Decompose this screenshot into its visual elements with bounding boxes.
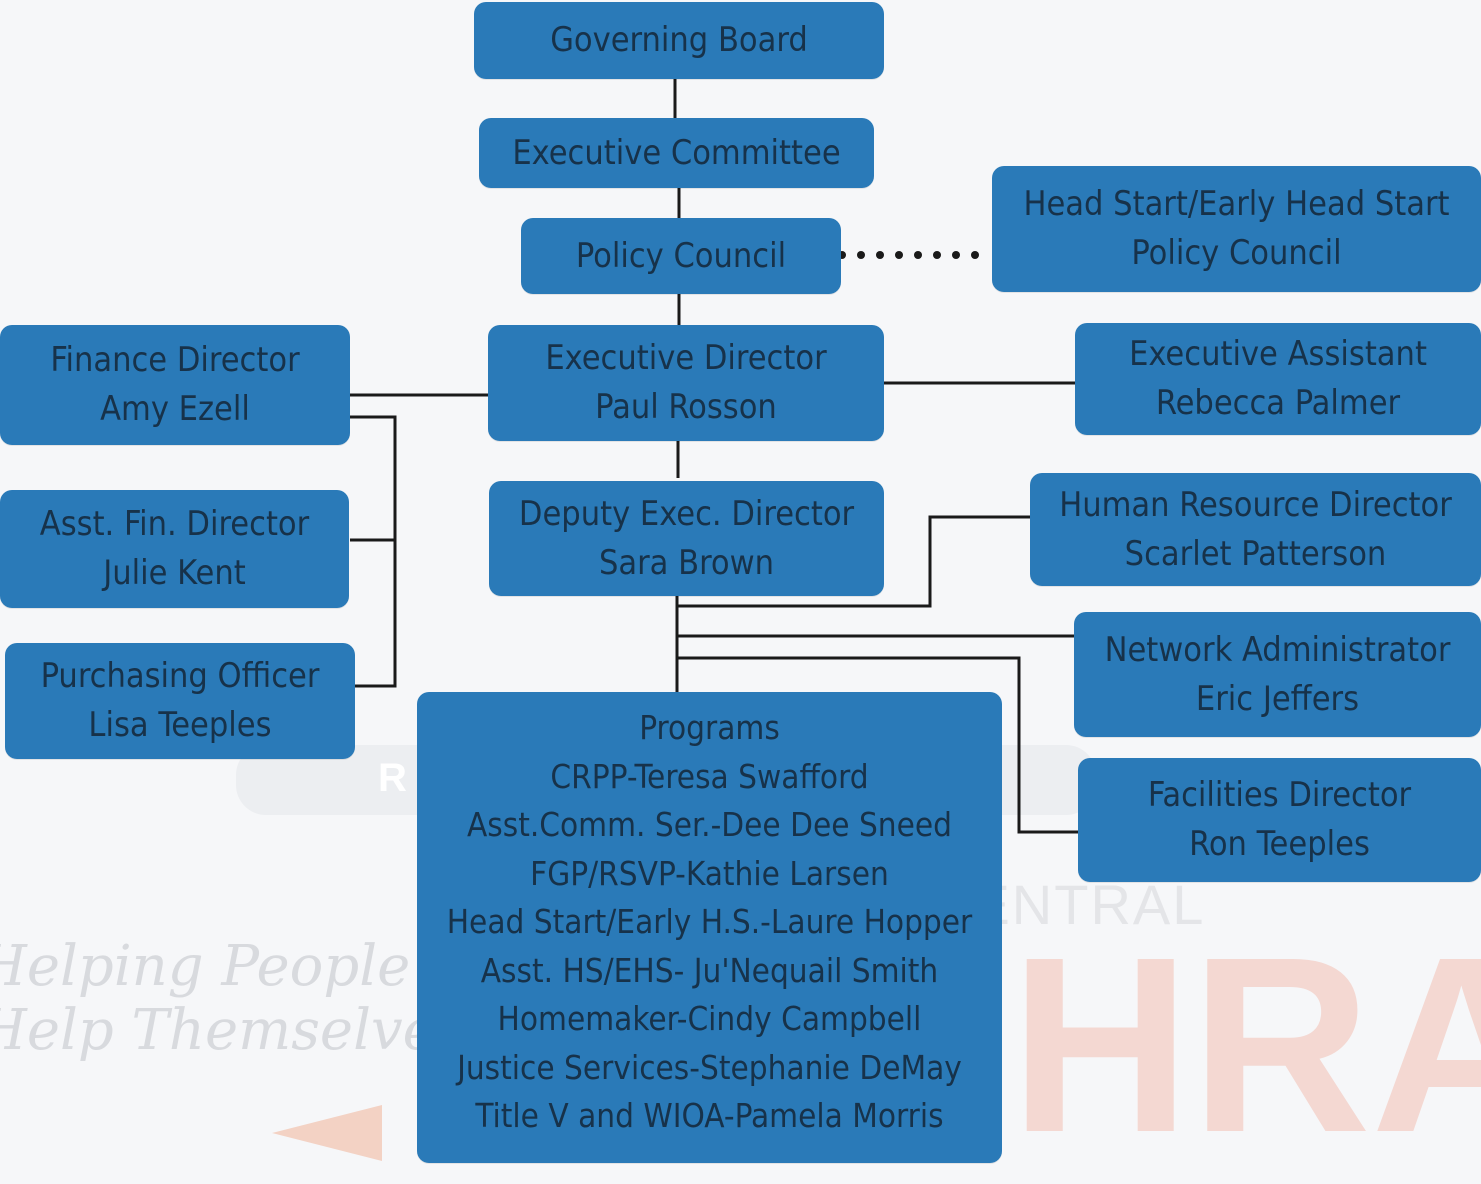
node-title: Asst. Fin. Director [39, 504, 310, 544]
program-entry: Title V and WIOA-Pamela Morris [475, 1096, 944, 1135]
node-title: Network Administrator [1104, 629, 1451, 670]
node-label: Executive Committee [512, 132, 841, 173]
node-title: Executive Director [545, 338, 827, 378]
watermark-tagline: Helping People Help Themselves [0, 935, 465, 1063]
node-label-line-2: Policy Council [1131, 233, 1342, 273]
node-title: Human Resource Director [1059, 484, 1452, 525]
watermark-arrow [272, 1105, 382, 1161]
node-purchasing-officer: Purchasing Officer Lisa Teeples [5, 643, 355, 759]
node-executive-committee: Executive Committee [479, 118, 874, 188]
program-entry: Homemaker-Cindy Campbell [497, 999, 922, 1038]
watermark-logo-word: HRA [1010, 905, 1481, 1184]
node-network-administrator: Network Administrator Eric Jeffers [1074, 612, 1481, 737]
node-title: Finance Director [50, 340, 300, 380]
node-governing-board: Governing Board [474, 2, 884, 79]
watermark-letter: R [378, 756, 407, 800]
node-deputy-exec-director: Deputy Exec. Director Sara Brown [489, 481, 884, 596]
node-person: Paul Rosson [595, 387, 777, 427]
program-entry: FGP/RSVP-Kathie Larsen [530, 853, 889, 893]
node-programs: Programs CRPP-Teresa Swafford Asst.Comm.… [417, 692, 1002, 1163]
node-executive-director: Executive Director Paul Rosson [488, 325, 884, 441]
program-entry: CRPP-Teresa Swafford [550, 756, 869, 796]
program-entry: Asst. HS/EHS- Ju'Nequail Smith [480, 950, 939, 990]
node-label: Policy Council [575, 235, 787, 276]
connector-finance-bracket [350, 415, 397, 688]
node-asst-fin-director: Asst. Fin. Director Julie Kent [0, 490, 349, 608]
node-person: Rebecca Palmer [1155, 383, 1401, 423]
program-entry: Head Start/Early H.S.-Laure Hopper [446, 902, 973, 941]
connector-policy-dotted [838, 251, 979, 259]
node-person: Eric Jeffers [1195, 678, 1360, 719]
node-facilities-director: Facilities Director Ron Teeples [1078, 758, 1481, 882]
node-person: Scarlet Patterson [1124, 533, 1387, 574]
node-hr-director: Human Resource Director Scarlet Patterso… [1030, 473, 1481, 586]
node-label-line-1: Head Start/Early Head Start [1023, 184, 1450, 224]
watermark-tagline-line-1: Helping People [0, 934, 411, 999]
node-person: Julie Kent [103, 553, 246, 593]
programs-heading: Programs [639, 708, 780, 747]
node-title: Facilities Director [1147, 775, 1412, 815]
node-label: Governing Board [550, 20, 808, 60]
node-policy-council: Policy Council [521, 218, 841, 294]
connector-deputy-facilities [677, 656, 1079, 834]
node-title: Executive Assistant [1129, 334, 1427, 374]
node-person: Sara Brown [598, 542, 775, 583]
node-person: Lisa Teeples [88, 705, 272, 745]
node-finance-director: Finance Director Amy Ezell [0, 325, 350, 445]
node-executive-assistant: Executive Assistant Rebecca Palmer [1075, 323, 1481, 435]
node-hs-policy-council: Head Start/Early Head Start Policy Counc… [992, 166, 1481, 292]
program-entry: Asst.Comm. Ser.-Dee Dee Sneed [466, 805, 953, 844]
connector-deputy-hr [677, 515, 1031, 608]
watermark-tagline-line-2: Help Themselves [0, 998, 465, 1063]
node-person: Ron Teeples [1189, 824, 1370, 864]
node-title: Deputy Exec. Director [518, 493, 855, 534]
node-person: Amy Ezell [100, 389, 250, 429]
program-entry: Justice Services-Stephanie DeMay [457, 1047, 962, 1087]
node-title: Purchasing Officer [40, 656, 320, 696]
